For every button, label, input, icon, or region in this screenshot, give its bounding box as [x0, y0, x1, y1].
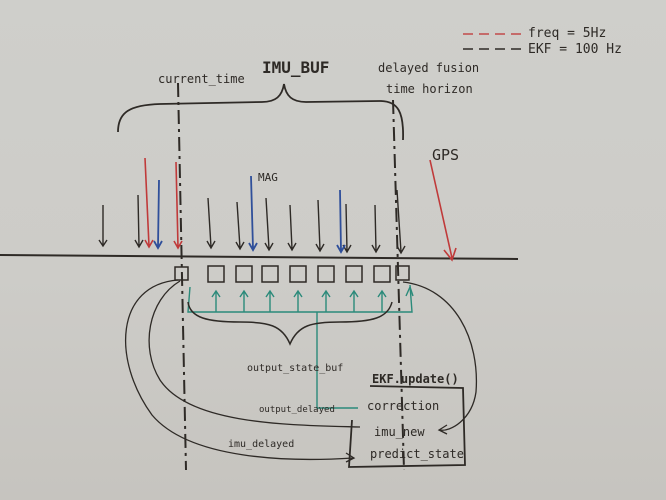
- output-state-buf-label: output_state_buf: [247, 363, 343, 374]
- current-time-line: [177, 82, 187, 471]
- imu-buf-label: IMU_BUF: [262, 58, 329, 77]
- delayed-horizon-line: [392, 99, 405, 471]
- mag-arrow: [248, 175, 258, 252]
- ekf-update-box: EKF.update() correction imu_new predict_…: [348, 372, 466, 468]
- state-box: [174, 266, 189, 281]
- ekf-predict-state-label: predict_state: [370, 447, 464, 461]
- legend-freq-label: freq = 5Hz: [528, 26, 606, 41]
- imu-arrow: [287, 204, 297, 252]
- state-box: [373, 265, 391, 283]
- imu-arrow: [396, 189, 406, 255]
- state-box: [395, 265, 410, 281]
- imu-arrow: [371, 204, 381, 254]
- state-box: [235, 265, 253, 283]
- imu-buf-brace: [117, 83, 404, 141]
- mag-arrow: [336, 189, 346, 254]
- delayed-fusion-label-1: delayed fusion: [378, 61, 479, 75]
- output-delayed-label: output_delayed: [259, 405, 335, 415]
- legend: freq = 5Hz EKF = 100 Hz: [463, 26, 622, 57]
- correction-arrow: [377, 289, 387, 312]
- state-box: [317, 265, 335, 283]
- output-state-buffer: [174, 265, 410, 283]
- imu-arrow: [315, 199, 325, 253]
- state-box: [289, 265, 307, 283]
- ekf-imu-new-label: imu_new: [374, 425, 425, 439]
- state-box: [261, 265, 279, 283]
- state-box: [207, 265, 225, 283]
- state-box: [345, 265, 363, 283]
- correction-link: [316, 312, 358, 409]
- current-time-label: current_time: [158, 72, 245, 86]
- correction-arrow: [293, 289, 303, 312]
- gps-arrow: [429, 159, 457, 262]
- imu-arrow: [206, 197, 216, 250]
- correction-bus: [187, 284, 413, 313]
- correction-arrow: [405, 286, 414, 297]
- imu-arrow: [98, 205, 108, 248]
- ekf-update-title: EKF.update(): [372, 372, 459, 386]
- output-state-brace: [187, 301, 393, 346]
- legend-ekf-label: EKF = 100 Hz: [528, 42, 622, 57]
- correction-arrow: [239, 289, 249, 312]
- time-axis: [0, 254, 519, 260]
- red-arrow: [144, 157, 154, 249]
- correction-arrow: [265, 289, 275, 312]
- correction-arrow: [349, 289, 359, 312]
- mag-label: MAG: [258, 171, 278, 184]
- imu-delayed-label: imu_delayed: [228, 439, 294, 450]
- imu-arrow: [134, 194, 144, 249]
- imu-new-arrow: [402, 281, 478, 435]
- correction-paths: [187, 284, 414, 409]
- correction-arrow: [321, 289, 331, 312]
- imu-arrow: [264, 197, 274, 252]
- gps-label: GPS: [432, 146, 459, 164]
- mag-arrow: [153, 179, 163, 250]
- ekf-box-outline: [348, 385, 466, 468]
- freq-arrows: [144, 157, 183, 250]
- mag-arrows: [153, 175, 346, 254]
- red-arrow: [173, 161, 183, 250]
- output-delayed-curve: [148, 280, 361, 428]
- correction-arrow: [211, 289, 221, 312]
- delayed-fusion-label-2: time horizon: [386, 82, 473, 96]
- ekf-correction-label: correction: [367, 399, 439, 413]
- imu-arrow: [235, 201, 245, 251]
